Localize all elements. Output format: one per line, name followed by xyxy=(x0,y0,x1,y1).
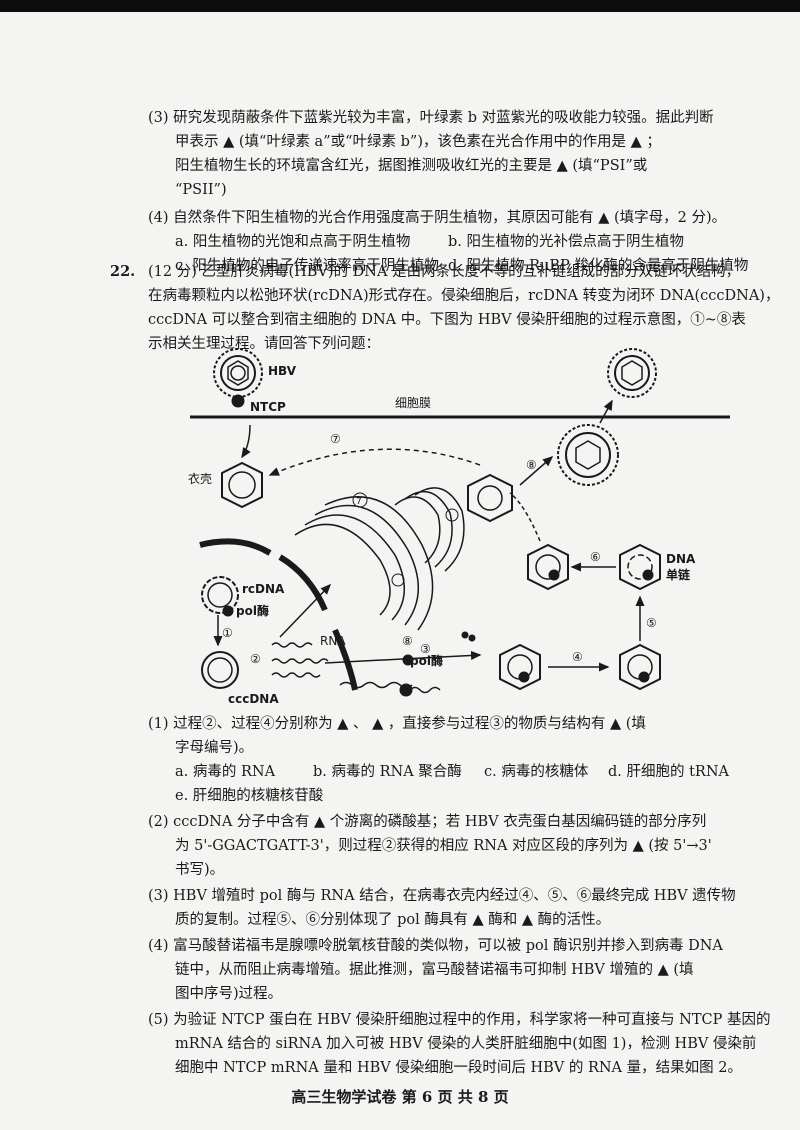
q21-option-d: d. 阳生植物 RuBP 羧化酶的含量高于阴生植物 xyxy=(448,258,749,274)
step-7a-label: 7 xyxy=(356,497,362,507)
q22-sub5-line3: 细胞中 NTCP mRNA 量和 HBV 侵染细胞一段时间后 HBV 的 RNA… xyxy=(175,1060,742,1076)
q22-sub4-line1: (4) 富马酸替诺福韦是腺嘌呤脱氧核苷酸的类似物，可以被 pol 酶识别并掺入到… xyxy=(148,938,723,954)
q21-part3-line2: 甲表示 ▲ (填“叶绿素 a”或“叶绿素 b”)，该色素在光合作用中的作用是 ▲… xyxy=(175,134,661,150)
step-5-label: ⑤ xyxy=(646,616,657,630)
q22-intro-line4: 示相关生理过程。请回答下列问题： xyxy=(148,336,380,352)
vesicle-circle xyxy=(352,492,368,508)
step-8-label: ⑧ xyxy=(402,634,413,648)
virion-released xyxy=(607,348,657,398)
q22-number: 22. xyxy=(110,263,136,280)
page-footer: 高三生物学试卷 第 6 页 共 8 页 xyxy=(291,1088,509,1106)
hbv-virion-entering xyxy=(213,348,263,398)
q21-option-a: a. 阳生植物的光饱和点高于阴生植物 xyxy=(175,234,411,250)
q22-sub1-option-e: e. 肝细胞的核糖核苷酸 xyxy=(175,788,324,804)
mature-virion-inside xyxy=(557,424,619,486)
membrane-label: 细胞膜 xyxy=(395,396,431,410)
capsid-step5-dna-single xyxy=(619,543,661,591)
step-2-label: ② xyxy=(250,652,261,666)
pol-enzyme-label: pol酶 xyxy=(236,603,269,618)
q22-intro-line2: 在病毒颗粒内以松弛环状(rcDNA)形式存在。侵染细胞后，rcDNA 转变为闭环… xyxy=(148,288,780,304)
q22-sub1-line1: (1) 过程②、过程④分别称为 ▲ 、 ▲ ，直接参与过程③的物质与结构有 ▲ … xyxy=(148,716,646,732)
q22-sub1-option-c: c. 病毒的核糖体 xyxy=(484,764,589,780)
golgi-apparatus xyxy=(394,487,465,572)
q22-sub3-line2: 质的复制。过程⑤、⑥分别体现了 pol 酶具有 ▲ 酶和 ▲ 酶的活性。 xyxy=(175,912,611,928)
q21-part4-line1: (4) 自然条件下阳生植物的光合作用强度高于阴生植物，其原因可能有 ▲ (填字母… xyxy=(148,210,727,226)
capsid-step4 xyxy=(619,643,661,691)
step-4-label: ④ xyxy=(572,650,583,664)
scan-top-border xyxy=(0,0,800,12)
q22-sub1-line2: 字母编号)。 xyxy=(175,740,254,756)
dna-single-label-2: 单链 xyxy=(666,567,691,582)
hbv-label: HBV xyxy=(268,364,297,378)
capsid-with-rna xyxy=(499,643,541,691)
q22-sub5-line2: mRNA 结合的 siRNA 加入可被 HBV 侵染的人类肝脏细胞中(如图 1)… xyxy=(175,1036,757,1052)
step-6-label: ⑥ xyxy=(590,550,601,564)
q22-sub1-option-a: a. 病毒的 RNA xyxy=(175,764,276,780)
q21-part3-line3: 阳生植物生长的环境富含红光，据图推测吸收红光的主要是 ▲ (填“PSI”或 xyxy=(175,158,648,174)
endoplasmic-reticulum xyxy=(294,496,434,631)
rcdna-circle xyxy=(201,576,239,617)
q21-option-b: b. 阳生植物的光补偿点高于阴生植物 xyxy=(448,234,684,250)
q22-sub1-option-d: d. 肝细胞的 tRNA xyxy=(608,764,730,780)
q22-sub5-line1: (5) 为验证 NTCP 蛋白在 HBV 侵染肝细胞过程中的作用，科学家将一种可… xyxy=(148,1012,771,1028)
q22-sub2-line3: 书写)。 xyxy=(175,862,225,878)
q22-sub4-line2: 链中，从而阻止病毒增殖。据此推测，富马酸替诺福韦可抑制 HBV 增殖的 ▲ (填 xyxy=(175,962,694,978)
q22-sub2-line2: 为 5'-GGACTGATT-3'，则过程②获得的相应 RNA 对应区段的序列为… xyxy=(175,838,712,854)
step-7-label: ⑦ xyxy=(330,432,341,446)
hbv-infection-diagram: 细胞膜 HBV NTCP 衣壳 rcDNA pol酶 ① cccDNA ② RN… xyxy=(188,348,730,706)
q22-sub2-line1: (2) cccDNA 分子中含有 ▲ 个游离的磷酸基；若 HBV 衣壳蛋白基因编… xyxy=(148,814,707,830)
q22-sub4-line3: 图中序号)过程。 xyxy=(175,986,283,1002)
cccdna-label: cccDNA xyxy=(228,692,279,706)
rcdna-label: rcDNA xyxy=(242,582,285,596)
q21-option-c: c. 阳生植物的电子传递速率高于阴生植物 xyxy=(175,258,439,274)
q22-intro-line3: cccDNA 可以整合到宿主细胞的 DNA 中。下图为 HBV 侵染肝细胞的过程… xyxy=(148,312,746,328)
q22-sub3-line1: (3) HBV 增殖时 pol 酶与 RNA 结合，在病毒衣壳内经过④、⑤、⑥最… xyxy=(148,888,736,904)
cccdna-circle xyxy=(201,651,239,689)
capsid-golgi xyxy=(467,473,513,523)
capsid-step6 xyxy=(527,543,569,591)
step-3-label: ③ xyxy=(420,642,431,656)
q22-intro-line1: (12 分) 乙型肝炎病毒(HBV)的 DNA 是由两条长度不等的互补链组成的部… xyxy=(148,264,741,280)
ntcp-label: NTCP xyxy=(250,400,286,414)
capsid-entry xyxy=(221,461,263,509)
step-8b-label: ⑧ xyxy=(526,458,537,472)
dna-single-label-1: DNA xyxy=(666,552,696,566)
q22-sub1-option-b: b. 病毒的 RNA 聚合酶 xyxy=(313,764,462,780)
q21-part3-line1: (3) 研究发现荫蔽条件下蓝紫光较为丰富，叶绿素 b 对蓝紫光的吸收能力较强。据… xyxy=(148,110,714,126)
q21-part3-line4: “PSII”) xyxy=(175,182,227,198)
ntcp-receptor-icon xyxy=(231,394,245,408)
rna-label: RNA xyxy=(320,634,346,648)
step-1-label: ① xyxy=(222,626,233,640)
pol-enzyme-label-2: pol酶 xyxy=(410,653,443,668)
capsid-label: 衣壳 xyxy=(188,471,212,486)
